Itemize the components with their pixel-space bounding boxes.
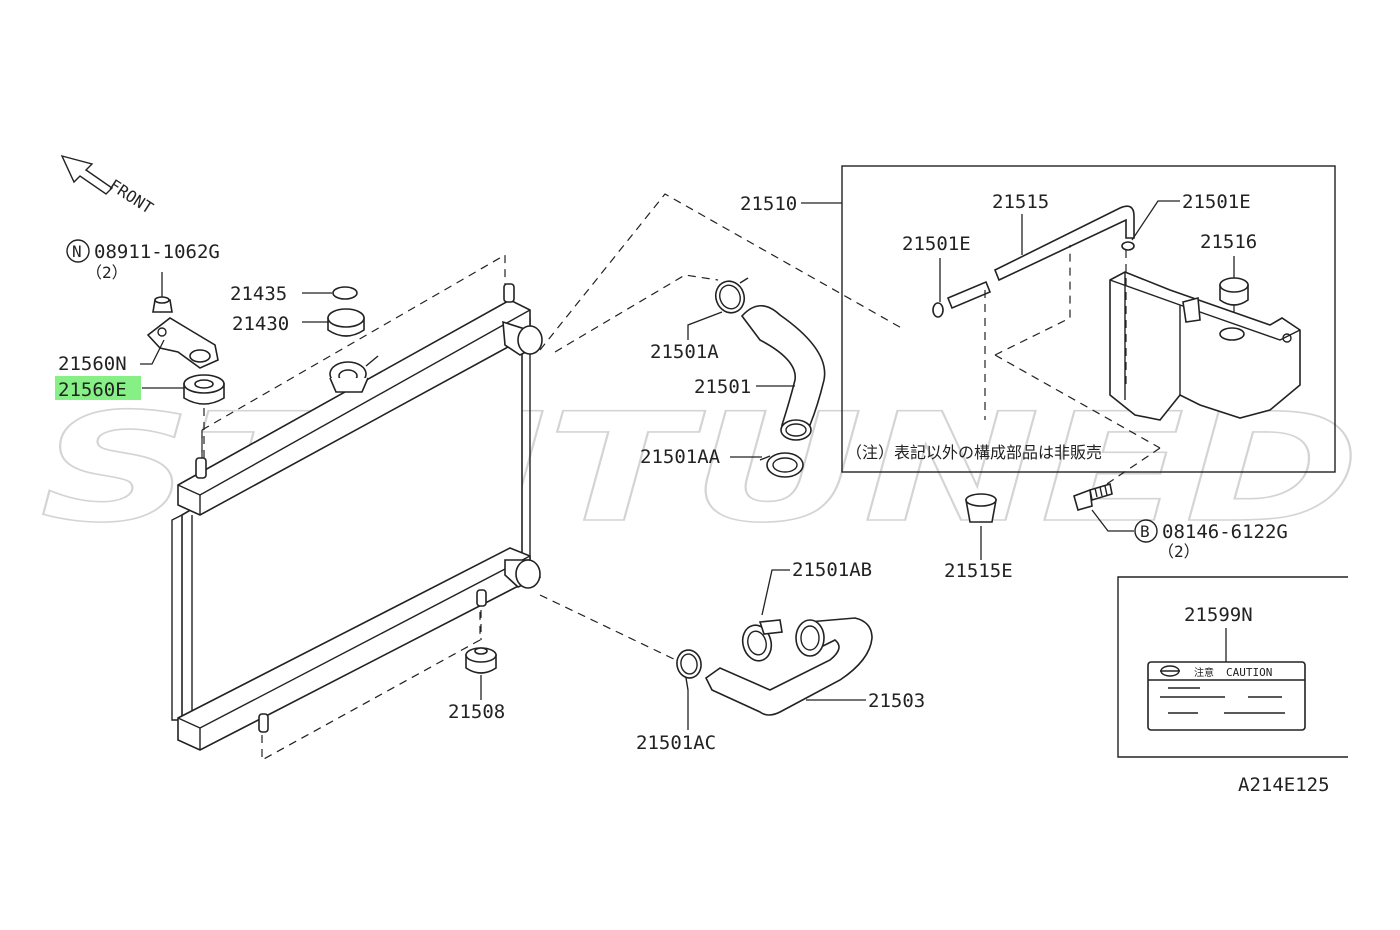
front-label: FRONT bbox=[106, 175, 157, 217]
diagram-code: A214E125 bbox=[1238, 774, 1330, 796]
radiator-cap-21430 bbox=[327, 308, 365, 337]
clamp-21501e-right bbox=[1121, 241, 1135, 251]
label-21501: 21501 bbox=[694, 376, 751, 398]
front-arrow-icon bbox=[60, 154, 114, 195]
caution-label-21599n bbox=[1147, 661, 1306, 731]
label-21435: 21435 bbox=[230, 283, 287, 305]
reservoir-assembly-box bbox=[841, 165, 1336, 473]
seal-21435 bbox=[332, 286, 358, 300]
label-21508: 21508 bbox=[448, 701, 505, 723]
label-21560n: 21560N bbox=[58, 353, 127, 375]
label-21503: 21503 bbox=[868, 690, 925, 712]
reservoir-cap-21516 bbox=[1219, 277, 1249, 306]
mount-21508 bbox=[465, 647, 497, 674]
label-21501e-left: 21501E bbox=[902, 233, 971, 255]
label-21510: 21510 bbox=[740, 193, 797, 215]
bolt-icon bbox=[1073, 482, 1113, 511]
bracket-21560n bbox=[146, 317, 219, 369]
clip-21515e bbox=[965, 493, 997, 523]
lower-hose-21503 bbox=[704, 617, 873, 716]
notice-text: （注）表記以外の構成部品は非販売 bbox=[846, 443, 1102, 462]
nut-qty: （2） bbox=[86, 263, 128, 282]
label-21501ab: 21501AB bbox=[792, 559, 872, 581]
label-21599n: 21599N bbox=[1184, 604, 1253, 626]
bolt-part-number: 08146-6122G bbox=[1162, 521, 1288, 543]
label-21501aa: 21501AA bbox=[640, 446, 721, 468]
bolt-prefix: B bbox=[1140, 522, 1150, 541]
nut-part-number: 08911-1062G bbox=[94, 241, 220, 263]
radiator-core bbox=[171, 283, 543, 751]
caution-jp: 注意 bbox=[1194, 666, 1214, 679]
label-21515: 21515 bbox=[992, 191, 1049, 213]
mount-21560e bbox=[183, 374, 225, 405]
label-21501e-right: 21501E bbox=[1182, 191, 1251, 213]
label-21501a: 21501A bbox=[650, 341, 719, 363]
upper-hose-21501 bbox=[740, 304, 826, 441]
reservoir-hose-21515 bbox=[993, 205, 1135, 282]
clamp-21501e-left bbox=[932, 302, 944, 318]
label-21516: 21516 bbox=[1200, 231, 1257, 253]
nut-symbol-icon bbox=[66, 239, 90, 263]
label-21430: 21430 bbox=[232, 313, 289, 335]
nut-icon bbox=[152, 296, 173, 313]
clamp-21501a bbox=[714, 277, 749, 314]
label-21515e: 21515E bbox=[944, 560, 1013, 582]
nut-prefix: N bbox=[72, 242, 82, 261]
reservoir-tank bbox=[1109, 271, 1301, 421]
bolt-symbol-icon bbox=[1134, 519, 1158, 543]
clamp-21501aa bbox=[759, 452, 804, 478]
bolt-qty: （2） bbox=[1158, 542, 1200, 561]
hose-segment bbox=[946, 280, 992, 310]
label-21501ac: 21501AC bbox=[636, 732, 716, 754]
caution-en: CAUTION bbox=[1226, 666, 1272, 679]
clamp-21501ac bbox=[676, 649, 702, 691]
label-21560e: 21560E bbox=[58, 379, 127, 401]
clamp-21501ab bbox=[741, 619, 783, 662]
caution-label-box bbox=[1117, 576, 1348, 758]
highlight-21560e bbox=[55, 376, 141, 400]
